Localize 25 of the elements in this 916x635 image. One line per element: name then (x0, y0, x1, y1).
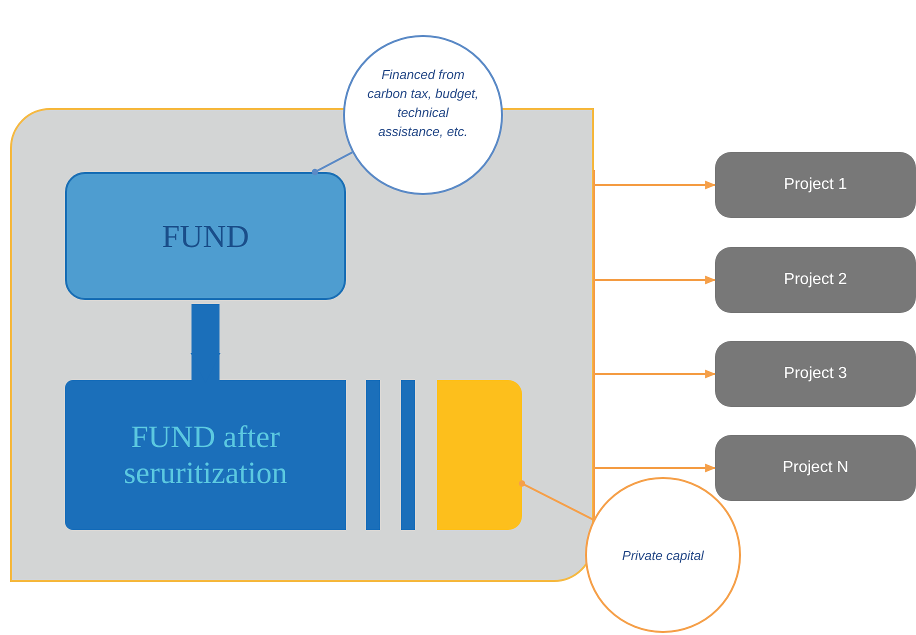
project-box (715, 435, 916, 501)
filler-block (437, 380, 522, 530)
leader-line (312, 151, 353, 176)
arrow (594, 276, 716, 284)
arrow (594, 370, 716, 378)
leader-line (518, 480, 594, 521)
stripe-bar (401, 380, 415, 530)
node-label: Project 2 (784, 271, 848, 289)
arrow (594, 180, 716, 190)
node-label: Private capital (622, 548, 704, 562)
node-label: Project N (782, 459, 848, 477)
fund-box (65, 380, 346, 530)
project-box (715, 152, 916, 218)
stripe-bar (366, 380, 380, 530)
node-label: Project 1 (784, 176, 848, 194)
node-label: FUND (162, 218, 250, 254)
node-label: Project 3 (784, 365, 848, 383)
node-label: Financed from carbon tax, budget, technical assistance, etc. (367, 66, 479, 141)
filler-block (10, 108, 594, 582)
project-box (715, 247, 916, 313)
node-label: FUND after seruritization (122, 419, 288, 491)
project-box (715, 341, 916, 407)
fund-box (65, 172, 346, 300)
arrow (594, 464, 716, 472)
block-arrow (190, 304, 220, 383)
